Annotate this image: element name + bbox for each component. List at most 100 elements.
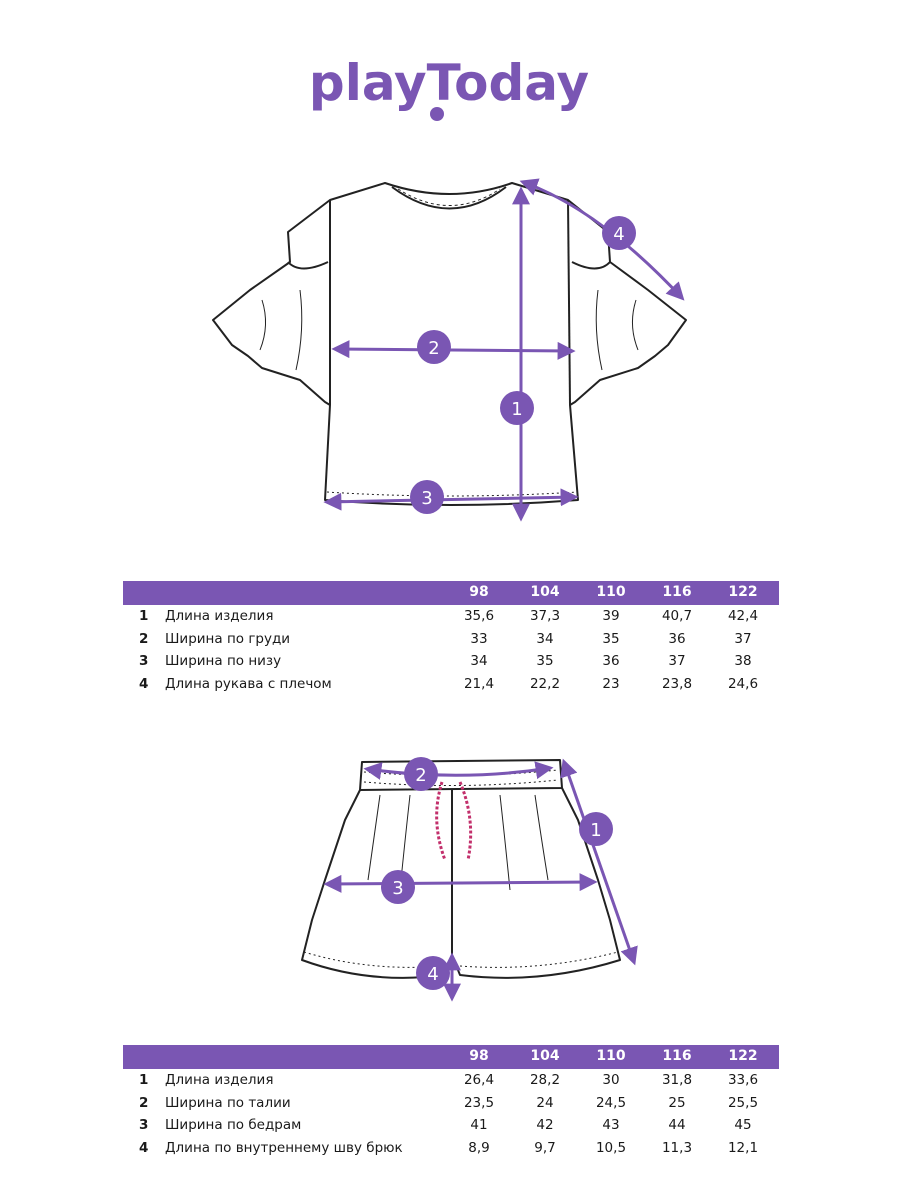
tshirt-size-table: 98 104 110 116 122 1 Длина изделия 35,6 … xyxy=(123,581,779,695)
shorts-size-table: 98 104 110 116 122 1 Длина изделия 26,4 … xyxy=(123,1045,779,1159)
cell-value: 37 xyxy=(734,630,752,647)
cell-value: 10,5 xyxy=(595,1139,627,1156)
cell-value: 25,5 xyxy=(727,1094,759,1111)
cell-value: 37 xyxy=(668,653,686,669)
cell-value: 44 xyxy=(668,1117,686,1133)
cell-value: 23,5 xyxy=(463,1094,495,1111)
cell-value: 24 xyxy=(536,1094,554,1111)
row-label: Длина изделия xyxy=(165,608,274,624)
cell-value: 36 xyxy=(602,653,620,669)
svg-text:1: 1 xyxy=(590,820,601,841)
cell-value: 34 xyxy=(536,630,554,647)
cell-value: 45 xyxy=(734,1117,752,1133)
size-header: 110 xyxy=(596,1048,626,1064)
cell-value: 35 xyxy=(536,653,554,669)
cell-value: 40,7 xyxy=(661,608,693,624)
measure-line-4 xyxy=(519,178,685,301)
cell-value: 24,5 xyxy=(595,1094,627,1111)
cell-value: 43 xyxy=(602,1117,620,1133)
row-number: 2 xyxy=(139,630,149,647)
row-number: 3 xyxy=(139,653,149,669)
size-header-row: 98 104 110 116 122 xyxy=(123,581,779,605)
row-label: Ширина по талии xyxy=(165,1094,291,1111)
table-row: 3 Ширина по низу 34 35 36 37 38 xyxy=(123,650,779,673)
svg-text:4: 4 xyxy=(613,224,624,245)
cell-value: 35 xyxy=(602,630,620,647)
cell-value: 24,6 xyxy=(727,675,759,692)
row-label: Ширина по груди xyxy=(165,630,291,647)
row-number: 2 xyxy=(139,1094,149,1111)
marker-4: 4 xyxy=(602,216,636,250)
marker-4: 4 xyxy=(416,956,450,990)
cell-value: 12,1 xyxy=(727,1139,759,1156)
cell-value: 28,2 xyxy=(529,1072,561,1088)
cell-value: 21,4 xyxy=(463,675,495,692)
measure-line-1 xyxy=(560,758,638,966)
cell-value: 9,7 xyxy=(534,1139,556,1156)
cell-value: 23 xyxy=(602,675,620,692)
size-header: 98 xyxy=(469,1048,489,1064)
tshirt-markers: 1 2 3 4 xyxy=(410,216,636,514)
measure-line-2 xyxy=(363,761,554,780)
cell-value: 25 xyxy=(668,1094,686,1111)
size-header: 116 xyxy=(662,584,692,600)
measure-line-3 xyxy=(323,873,598,893)
table-row: 1 Длина изделия 26,4 28,2 30 31,8 33,6 xyxy=(123,1069,779,1092)
size-header: 98 xyxy=(469,584,489,600)
row-label: Длина по внутреннему шву брюк xyxy=(165,1139,403,1156)
tshirt-measure-lines xyxy=(323,178,685,522)
logo-text: playToday xyxy=(309,54,589,112)
marker-1: 1 xyxy=(579,812,613,846)
marker-2: 2 xyxy=(404,757,438,791)
size-header: 122 xyxy=(728,1048,758,1064)
row-number: 4 xyxy=(139,1139,149,1156)
cell-value: 34 xyxy=(470,653,488,669)
drawstring xyxy=(435,781,473,861)
marker-1: 1 xyxy=(500,391,534,425)
row-number: 3 xyxy=(139,1117,149,1133)
cell-value: 30 xyxy=(602,1072,620,1088)
cell-value: 36 xyxy=(668,630,686,647)
marker-2: 2 xyxy=(417,330,451,364)
cell-value: 41 xyxy=(470,1117,488,1133)
brand-logo: playToday xyxy=(309,54,589,121)
table-row: 2 Ширина по талии 23,5 24 24,5 25 25,5 xyxy=(123,1092,779,1115)
svg-text:1: 1 xyxy=(511,399,522,420)
table-row: 2 Ширина по груди 33 34 35 36 37 xyxy=(123,628,779,651)
size-header: 104 xyxy=(530,1048,560,1064)
cell-value: 26,4 xyxy=(463,1072,495,1088)
row-label: Ширина по бедрам xyxy=(165,1117,302,1133)
table-row: 1 Длина изделия 35,6 37,3 39 40,7 42,4 xyxy=(123,605,779,628)
row-label: Ширина по низу xyxy=(165,653,282,669)
size-header: 116 xyxy=(662,1048,692,1064)
size-header: 110 xyxy=(596,584,626,600)
cell-value: 11,3 xyxy=(661,1139,693,1156)
shorts-drawing: 1 2 3 4 xyxy=(301,757,638,1002)
table-row: 4 Длина рукава с плечом 21,4 22,2 23 23,… xyxy=(123,673,779,696)
shorts-markers: 1 2 3 4 xyxy=(381,757,613,990)
marker-3: 3 xyxy=(410,480,444,514)
cell-value: 42,4 xyxy=(727,608,759,624)
cell-value: 33,6 xyxy=(727,1072,759,1088)
cell-value: 39 xyxy=(602,608,620,624)
cell-value: 37,3 xyxy=(529,608,561,624)
row-number: 1 xyxy=(139,608,149,624)
shorts-measure-lines xyxy=(323,758,638,1002)
row-number: 4 xyxy=(139,675,149,692)
cell-value: 42 xyxy=(536,1117,554,1133)
measure-line-3 xyxy=(323,488,579,511)
row-number: 1 xyxy=(139,1072,149,1088)
svg-text:3: 3 xyxy=(421,488,432,509)
marker-3: 3 xyxy=(381,870,415,904)
size-header-row: 98 104 110 116 122 xyxy=(123,1045,779,1069)
cell-value: 31,8 xyxy=(661,1072,693,1088)
cell-value: 8,9 xyxy=(468,1139,490,1156)
svg-text:3: 3 xyxy=(392,878,403,899)
cell-value: 38 xyxy=(734,653,752,669)
size-header: 122 xyxy=(728,584,758,600)
logo-dot xyxy=(430,107,444,121)
cell-value: 33 xyxy=(470,630,488,647)
svg-text:2: 2 xyxy=(415,765,426,786)
cell-value: 23,8 xyxy=(661,675,693,692)
cell-value: 35,6 xyxy=(463,608,495,624)
